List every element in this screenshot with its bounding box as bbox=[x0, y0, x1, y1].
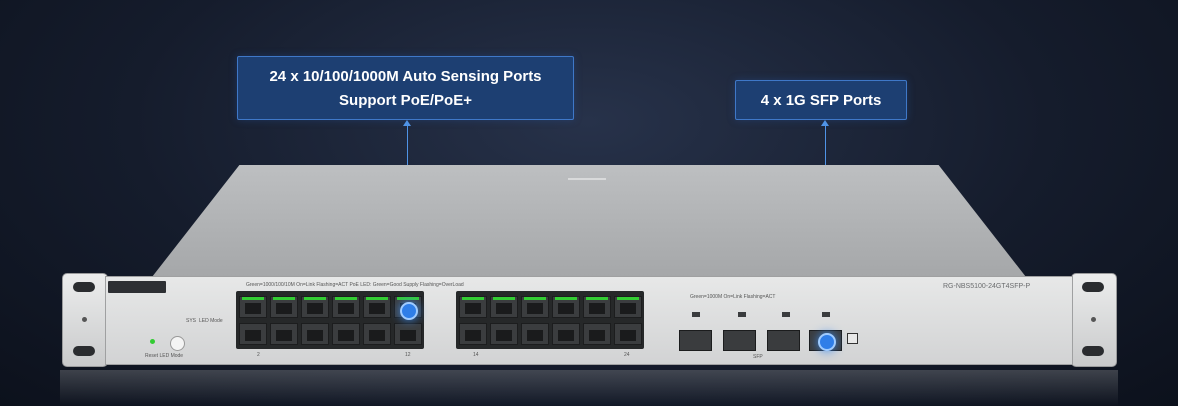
port-number-14: 14 bbox=[473, 352, 479, 358]
rj45-port bbox=[583, 296, 611, 318]
sfp-port-highlight-dot bbox=[818, 333, 836, 351]
rj45-port bbox=[363, 323, 391, 345]
port-number-12: 12 bbox=[405, 352, 411, 358]
rj45-port bbox=[521, 296, 549, 318]
rj45-port bbox=[490, 296, 518, 318]
rj45-port bbox=[363, 296, 391, 318]
console-port bbox=[847, 333, 858, 344]
ports-leader-arrow bbox=[403, 120, 411, 126]
port-number-24: 24 bbox=[624, 352, 630, 358]
rj45-port bbox=[552, 323, 580, 345]
reset-led-mode-label: Reset LED Mode bbox=[145, 353, 184, 359]
rj45-port bbox=[521, 323, 549, 345]
rj45-port bbox=[490, 323, 518, 345]
switch-top-cover bbox=[152, 165, 1026, 277]
sfp-port bbox=[679, 330, 712, 351]
rj45-legend: Green=1000/100/10M On=Link Flashing=ACT … bbox=[246, 282, 464, 288]
left-mounting-ear bbox=[62, 273, 108, 367]
brand-logo bbox=[108, 281, 166, 293]
top-cover-logo bbox=[568, 178, 606, 185]
rj45-port bbox=[239, 323, 267, 345]
right-mounting-ear bbox=[1071, 273, 1117, 367]
rj45-port bbox=[239, 296, 267, 318]
sfp-legend: Green=1000M On=Link Flashing=ACT bbox=[690, 294, 776, 300]
sfp-port bbox=[723, 330, 756, 351]
rj45-port bbox=[614, 296, 642, 318]
sfp-leader-arrow bbox=[821, 120, 829, 126]
callout-sfp-line1: 4 x 1G SFP Ports bbox=[760, 92, 882, 109]
callout-ports-line1: 24 x 10/100/1000M Auto Sensing Ports bbox=[269, 68, 542, 85]
rj45-port bbox=[614, 323, 642, 345]
port-number-2: 2 bbox=[257, 352, 260, 358]
led-mode-label: LED Mode bbox=[199, 318, 223, 324]
rj45-port bbox=[332, 296, 360, 318]
rj45-port-highlight-dot bbox=[400, 302, 418, 320]
sfp-led bbox=[692, 312, 700, 317]
callout-ports-line2: Support PoE/PoE+ bbox=[339, 92, 472, 109]
sfp-label: SFP bbox=[753, 354, 763, 360]
rj45-ports-1-12 bbox=[236, 291, 424, 349]
led-mode-button[interactable] bbox=[170, 336, 185, 351]
rj45-port bbox=[459, 323, 487, 345]
rj45-port bbox=[583, 323, 611, 345]
rj45-port bbox=[552, 296, 580, 318]
rj45-ports-13-24 bbox=[456, 291, 644, 349]
sfp-led bbox=[782, 312, 790, 317]
floor-reflection bbox=[60, 370, 1118, 406]
rj45-port bbox=[270, 323, 298, 345]
sfp-led bbox=[738, 312, 746, 317]
sys-led-label: SYS bbox=[186, 318, 197, 324]
rj45-port bbox=[394, 323, 422, 345]
rj45-port bbox=[332, 323, 360, 345]
model-label: RG-NBS5100-24GT4SFP-P bbox=[943, 283, 1031, 290]
rj45-port bbox=[301, 296, 329, 318]
sfp-ports-callout: 4 x 1G SFP Ports bbox=[735, 80, 907, 120]
rj45-port bbox=[270, 296, 298, 318]
rj45-port bbox=[301, 323, 329, 345]
sfp-port bbox=[767, 330, 800, 351]
sys-led bbox=[150, 339, 155, 344]
rj45-ports-callout: 24 x 10/100/1000M Auto Sensing Ports Sup… bbox=[237, 56, 574, 120]
sfp-led bbox=[822, 312, 830, 317]
rj45-port bbox=[459, 296, 487, 318]
